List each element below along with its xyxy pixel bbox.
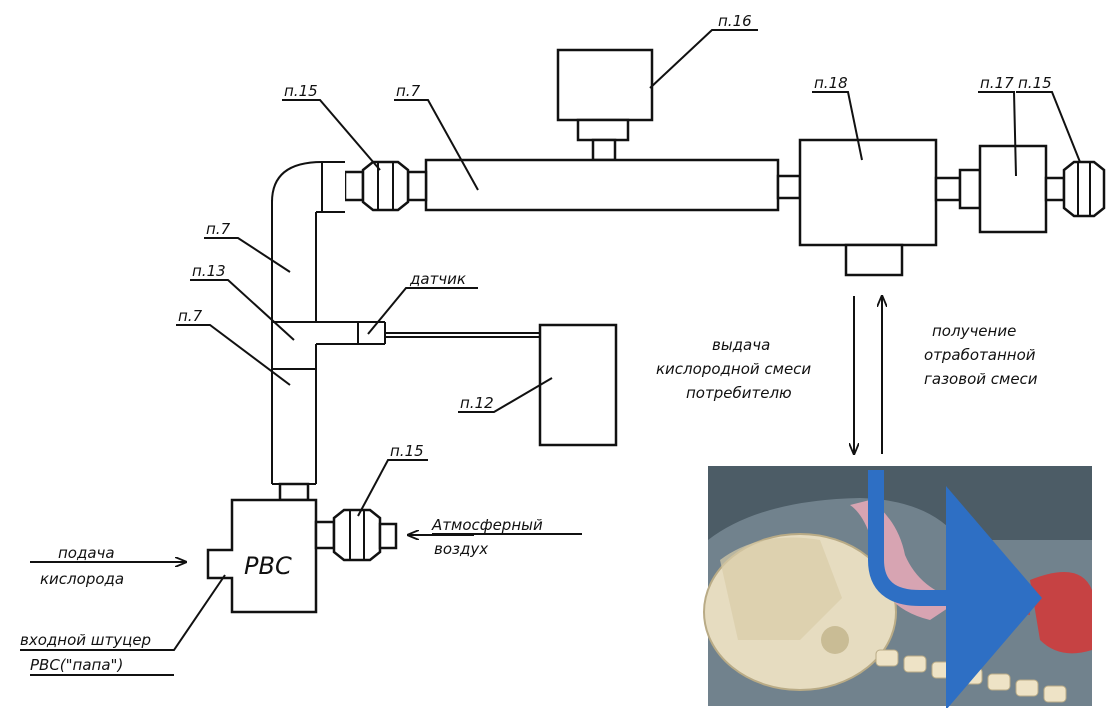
filter-p15-bottom (314, 508, 398, 562)
label-inlet-line2: РВС("папа") (30, 656, 123, 674)
component-p16 (556, 48, 654, 162)
filter-p15-top-right (1044, 160, 1106, 218)
connector-to-p18 (776, 174, 802, 200)
component-p17 (978, 144, 1048, 234)
elbow-pipe (271, 160, 345, 220)
sensor-line (385, 332, 540, 338)
tube-p7-horizontal (424, 158, 780, 212)
label-atm-line1: Атмосферный (431, 516, 543, 534)
label-p7-top: п.7 (396, 82, 421, 100)
patient-airway-illustration (703, 466, 1092, 708)
label-p15-bottom: п.15 (390, 442, 424, 460)
rvs-block: РВС (206, 498, 318, 614)
label-deliver-line2: кислородной смеси (656, 360, 811, 378)
label-p7-left-upper: п.7 (206, 220, 231, 238)
label-receive-line1: получение (932, 322, 1016, 340)
component-p12 (538, 323, 618, 447)
label-receive-line2: отработанной (924, 346, 1036, 364)
label-p15-top-left: п.15 (284, 82, 318, 100)
tube-p7-vertical (271, 200, 317, 485)
label-sensor: датчик (409, 270, 466, 288)
filter-p15-top-left (343, 160, 428, 212)
label-oxygen-line1: подача (58, 544, 115, 562)
label-p7-left-lower: п.7 (178, 307, 203, 325)
label-receive-line3: газовой смеси (924, 370, 1038, 388)
label-atm-line2: воздух (434, 540, 488, 558)
label-p15-top-right: п.15 (1018, 74, 1052, 92)
rvs-label: РВС (244, 552, 292, 580)
label-p16: п.16 (718, 12, 752, 30)
label-deliver-line1: выдача (712, 336, 770, 354)
connector-p18-p17 (934, 176, 962, 202)
component-p18 (798, 138, 938, 277)
label-p13: п.13 (192, 262, 226, 280)
label-p18: п.18 (814, 74, 848, 92)
label-p17: п.17 (980, 74, 1014, 92)
label-deliver-line3: потребителю (686, 384, 792, 402)
label-inlet-line1: входной штуцер (20, 631, 151, 649)
label-oxygen-line2: кислорода (40, 570, 124, 588)
label-p12: п.12 (460, 394, 494, 412)
